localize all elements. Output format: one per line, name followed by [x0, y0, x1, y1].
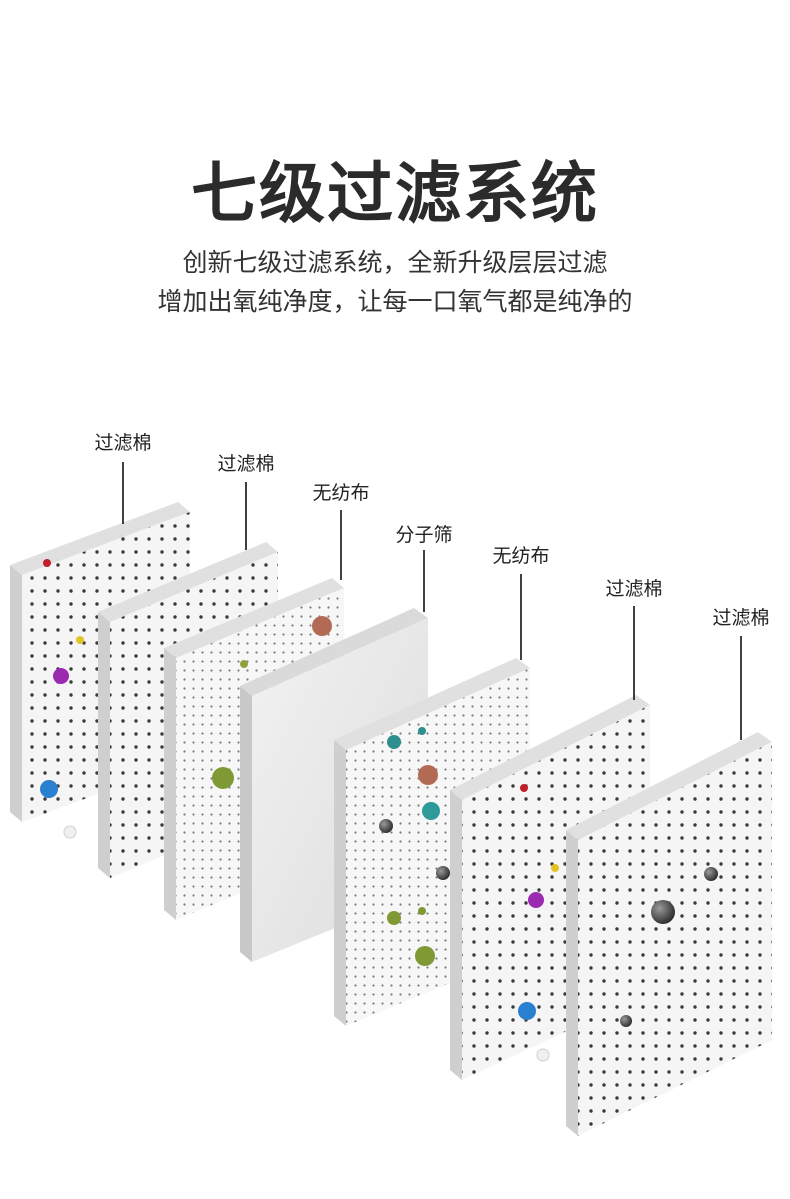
label-leader-lines — [122, 462, 742, 740]
subtitle-line-2: 增加出氧纯净度，让每一口氧气都是纯净的 — [157, 287, 633, 316]
layer-label-7: 过滤棉 — [712, 607, 770, 629]
layer-label-1: 过滤棉 — [94, 432, 152, 454]
layer-label-3: 无纺布 — [312, 482, 370, 504]
layer-label-6: 过滤棉 — [605, 578, 663, 600]
page-title: 七级过滤系统 — [191, 155, 599, 232]
filter-panel-7 — [566, 732, 772, 1136]
layer-label-2: 过滤棉 — [217, 453, 275, 475]
particles — [40, 559, 718, 1062]
layer-label-5: 无纺布 — [492, 545, 550, 567]
layer-label-4: 分子筛 — [395, 524, 453, 546]
subtitle-line-1: 创新七级过滤系统，全新升级层层过滤 — [182, 248, 608, 277]
